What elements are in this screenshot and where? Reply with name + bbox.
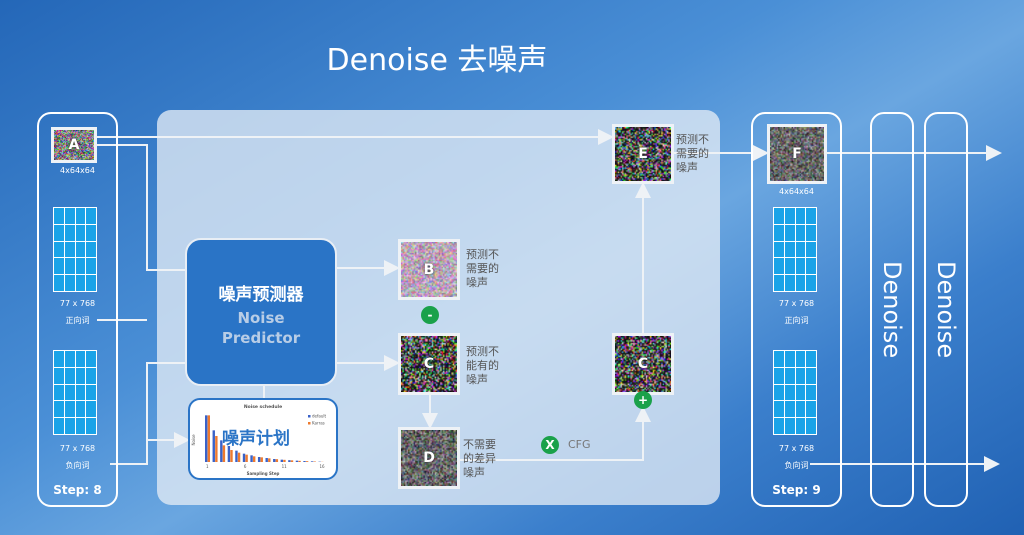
text-line: 不需要	[463, 438, 496, 452]
pos-label: 正向词	[751, 315, 842, 326]
negative-embedding-grid	[53, 350, 97, 435]
node-b-text: 预测不需要的噪声	[466, 248, 499, 290]
step-label: Step: 9	[751, 483, 842, 497]
denoise-column: Denoise	[870, 112, 914, 507]
bar-karras	[215, 436, 217, 462]
chart-xlabel: Sampling Step	[247, 471, 280, 476]
minus-op-icon: -	[421, 306, 439, 324]
bar-default	[288, 460, 290, 462]
bar-karras	[230, 450, 232, 462]
legend-swatch	[308, 415, 311, 418]
node-c2-label: C	[638, 356, 648, 372]
noise-predictor-box: 噪声预测器 Noise Predictor	[185, 238, 337, 386]
positive-embedding-grid	[773, 207, 817, 292]
bar-default	[266, 458, 268, 462]
text-line: 噪声	[466, 373, 499, 387]
latent-f-label: F	[792, 146, 802, 162]
x-tick: 16	[319, 464, 325, 469]
pos-label: 正向词	[37, 315, 118, 326]
node-d-image: D	[398, 427, 460, 489]
text-line: 预测不	[466, 248, 499, 262]
chart-ylabel: Noise	[191, 434, 196, 446]
node-d-label: D	[423, 450, 435, 466]
bar-default	[296, 461, 298, 462]
bar-default	[205, 415, 207, 462]
node-e-text: 预测不需要的噪声	[676, 133, 709, 175]
latent-f-image: F	[767, 124, 827, 184]
node-b-label: B	[424, 262, 435, 278]
legend-swatch	[308, 422, 311, 425]
bar-default	[213, 430, 215, 462]
node-c2-image: C	[612, 333, 674, 395]
node-c-label: C	[424, 356, 434, 372]
legend-label: default	[312, 414, 327, 419]
noise-schedule-chart: Noise schedule Sampling Step Noise 16111…	[188, 398, 338, 480]
bar-default	[235, 451, 237, 462]
node-e-image: E	[612, 124, 674, 184]
step-label: Step: 8	[37, 483, 118, 497]
text-line: 预测不	[466, 345, 499, 359]
neg-size: 77 x 768	[37, 444, 118, 453]
pos-size: 77 x 768	[751, 299, 842, 308]
negative-embedding-grid	[773, 350, 817, 435]
bar-karras	[268, 458, 270, 462]
text-line: 能有的	[466, 359, 499, 373]
text-line: 噪声	[463, 466, 496, 480]
noise-predictor-en1: Noise	[187, 309, 335, 327]
node-c-text: 预测不能有的噪声	[466, 345, 499, 387]
bar-karras	[238, 453, 240, 462]
text-line: 需要的	[676, 147, 709, 161]
cfg-label: CFG	[568, 438, 591, 452]
bar-karras	[298, 461, 300, 462]
text-line: 噪声	[466, 276, 499, 290]
noise-schedule-overlay: 噪声计划	[222, 424, 290, 449]
latent-a-label: A	[69, 137, 80, 153]
latent-a-image: A	[51, 127, 97, 163]
node-d-text: 不需要的差异噪声	[463, 438, 496, 480]
bar-karras	[261, 457, 263, 462]
neg-label: 负向词	[751, 460, 842, 471]
denoise-column: Denoise	[924, 112, 968, 507]
text-line: 的差异	[463, 452, 496, 466]
legend-label: Karras	[312, 421, 325, 426]
node-c-image: C	[398, 333, 460, 395]
noise-predictor-cn: 噪声预测器	[187, 280, 335, 305]
bar-karras	[245, 455, 247, 462]
latent-size: 4x64x64	[37, 166, 118, 175]
chart-title: Noise schedule	[244, 404, 282, 410]
bar-default	[303, 461, 305, 462]
noise-predictor-en2: Predictor	[187, 329, 335, 347]
bar-default	[243, 454, 245, 462]
bar-default	[281, 460, 283, 462]
latent-size: 4x64x64	[751, 187, 842, 196]
x-tick: 11	[282, 464, 288, 469]
neg-size: 77 x 768	[751, 444, 842, 453]
bar-karras	[291, 460, 293, 462]
text-line: 噪声	[676, 161, 709, 175]
bar-karras	[313, 462, 315, 463]
multiply-op-icon: X	[541, 436, 559, 454]
bar-karras	[253, 456, 255, 462]
bar-karras	[306, 461, 308, 462]
neg-label: 负向词	[37, 460, 118, 471]
positive-embedding-grid	[53, 207, 97, 292]
bar-karras	[283, 460, 285, 462]
bar-default	[250, 455, 252, 462]
bar-default	[273, 459, 275, 462]
plus-op-icon: +	[634, 391, 652, 409]
bar-default	[311, 461, 313, 462]
text-line: 预测不	[676, 133, 709, 147]
bar-karras	[276, 459, 278, 462]
bar-default	[258, 457, 260, 462]
x-tick: 6	[244, 464, 247, 469]
bar-karras	[208, 415, 210, 462]
text-line: 需要的	[466, 262, 499, 276]
x-tick: 1	[206, 464, 209, 469]
node-b-image: B	[398, 239, 460, 300]
pos-size: 77 x 768	[37, 299, 118, 308]
node-e-label: E	[638, 146, 648, 162]
